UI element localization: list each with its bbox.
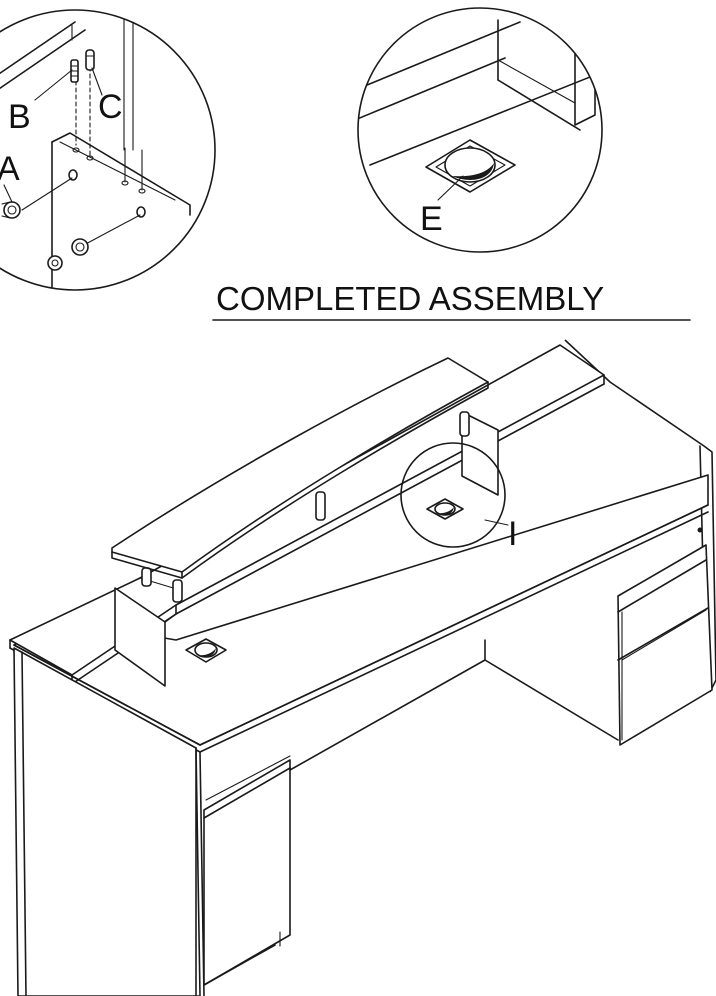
grommet-right bbox=[426, 498, 464, 520]
dowel-c-part bbox=[85, 49, 95, 71]
bolt-b-part bbox=[70, 59, 79, 83]
page-title: COMPLETED ASSEMBLY bbox=[216, 280, 604, 317]
cam-lock-part bbox=[47, 238, 89, 271]
left-pedestal bbox=[203, 759, 291, 986]
detail-grommet: E bbox=[357, 7, 603, 253]
title-group: COMPLETED ASSEMBLY bbox=[212, 280, 691, 321]
detail-marker-circle bbox=[400, 442, 506, 548]
detail-circle-right bbox=[357, 7, 603, 253]
callout-a: A bbox=[0, 150, 20, 188]
callout-c: C bbox=[98, 88, 123, 126]
detail-circle-left bbox=[0, 9, 216, 291]
transaction-top bbox=[9, 344, 605, 685]
riser-shelf bbox=[111, 357, 489, 579]
grommet-left bbox=[185, 638, 227, 663]
lock-icon bbox=[697, 527, 703, 533]
callout-b: B bbox=[8, 98, 31, 136]
inner-panel bbox=[461, 411, 499, 496]
detail-hardware: A B C bbox=[0, 9, 216, 291]
left-end-panel bbox=[13, 647, 205, 996]
shelf-standoffs bbox=[141, 411, 470, 603]
callout-e: E bbox=[420, 200, 443, 238]
support-column bbox=[114, 587, 166, 687]
modesty-panel bbox=[289, 639, 486, 771]
callout-i: I bbox=[508, 515, 517, 553]
grommet-e-part bbox=[425, 139, 516, 193]
desk-illustration: I bbox=[9, 339, 716, 996]
cam-lock-a-part bbox=[1, 201, 21, 219]
right-pedestal bbox=[617, 544, 713, 746]
